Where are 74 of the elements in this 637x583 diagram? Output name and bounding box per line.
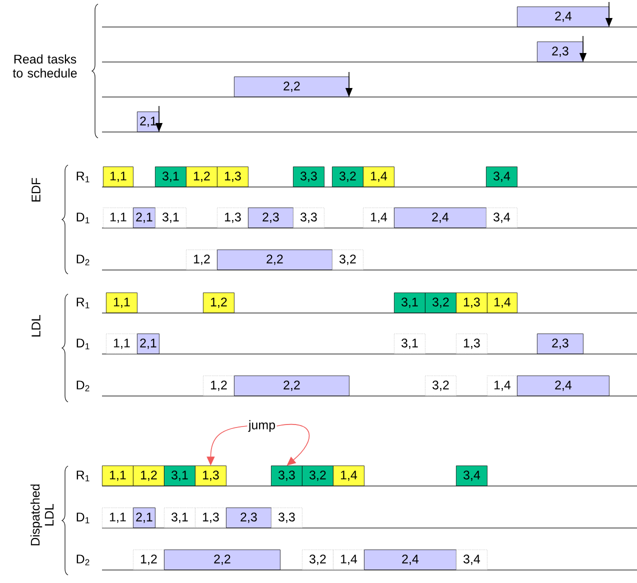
task-box: 3,1 — [164, 466, 196, 486]
task-box: 3,2 — [425, 292, 456, 313]
task-box: 1,1 — [103, 166, 134, 187]
task-box: 1,4 — [363, 166, 394, 187]
task-box: 3,1 — [394, 292, 426, 313]
task-box: 2,2 — [164, 550, 280, 570]
task-box: 3,2 — [302, 466, 334, 486]
task-box: 2,2 — [217, 250, 332, 270]
dotted-task-box: 3,1 — [155, 208, 186, 228]
edge-label: jump — [248, 420, 276, 432]
task-box: 3,2 — [332, 166, 364, 187]
task-box: 2,3 — [248, 208, 294, 228]
dotted-task-box: 3,1 — [164, 508, 196, 528]
task-box: 3,1 — [155, 166, 186, 187]
dotted-task-box: 1,1 — [103, 208, 134, 228]
dotted-task-box: 3,3 — [293, 208, 324, 228]
row-label: D$_{1}$ — [76, 338, 90, 350]
task-box: 1,3 — [456, 292, 488, 313]
group-label: EDF — [32, 178, 40, 202]
dotted-task-box: 3,2 — [425, 376, 456, 396]
dotted-task-box: 3,2 — [302, 550, 334, 570]
dotted-task-box: 3,2 — [332, 250, 364, 270]
task-box: 2,3 — [537, 334, 584, 354]
dotted-task-box: 1,2 — [186, 250, 218, 270]
group-label: LDL — [32, 314, 40, 336]
dotted-task-box: 1,1 — [106, 334, 138, 354]
task-box: 2,4 — [364, 550, 456, 570]
task-box: 2,4 — [517, 6, 610, 27]
dotted-task-box: 1,4 — [333, 550, 364, 570]
dotted-task-box: 3,4 — [486, 208, 518, 228]
task-box: 1,2 — [186, 166, 218, 187]
task-box: 2,1 — [137, 334, 160, 354]
dotted-task-box: 3,3 — [271, 508, 302, 528]
row-label: D$_{1}$ — [76, 512, 90, 524]
row-label: D$_{2}$ — [76, 254, 90, 266]
group-label: Dispatched LDL — [30, 484, 54, 546]
row-label: D$_{2}$ — [76, 380, 90, 392]
group-label: Read tasks to schedule — [12, 54, 77, 78]
dotted-task-box: 3,4 — [456, 550, 488, 570]
task-box: 2,3 — [537, 42, 584, 62]
dotted-task-box: 3,1 — [394, 334, 426, 354]
dotted-task-box: 1,4 — [487, 376, 518, 396]
task-box: 1,3 — [195, 466, 226, 486]
task-box: 1,2 — [133, 466, 164, 486]
task-box: 2,4 — [517, 376, 610, 396]
task-box: 2,1 — [137, 112, 160, 132]
task-box: 3,4 — [486, 166, 518, 187]
dotted-task-box: 1,4 — [363, 208, 394, 228]
dotted-task-box: 1,3 — [456, 334, 488, 354]
task-box: 1,4 — [487, 292, 518, 313]
task-box: 1,1 — [102, 466, 134, 486]
task-box: 2,1 — [133, 208, 156, 228]
row-label: R$_{1}$ — [76, 470, 90, 482]
row-label: R$_{1}$ — [76, 172, 90, 182]
row-label: D$_{2}$ — [76, 554, 90, 566]
dotted-task-box: 1,1 — [102, 508, 134, 528]
dotted-task-box: 1,3 — [217, 208, 248, 228]
task-box: 2,4 — [394, 208, 486, 228]
task-box: 2,2 — [234, 376, 350, 396]
task-box: 2,2 — [234, 76, 350, 97]
task-box: 1,2 — [203, 292, 234, 313]
dotted-task-box: 1,2 — [133, 550, 164, 570]
task-box: 2,1 — [133, 508, 156, 528]
task-box: 3,3 — [293, 166, 324, 187]
task-box: 1,1 — [106, 292, 138, 313]
task-box: 2,3 — [226, 508, 272, 528]
dotted-task-box: 1,3 — [195, 508, 226, 528]
dotted-task-box: 1,2 — [203, 376, 234, 396]
task-box: 1,3 — [217, 166, 248, 187]
task-box: 3,4 — [456, 466, 488, 486]
task-box: 1,4 — [333, 466, 364, 486]
row-label: R$_{1}$ — [76, 298, 90, 308]
row-label: D$_{1}$ — [76, 212, 90, 224]
task-box: 3,3 — [271, 466, 302, 486]
